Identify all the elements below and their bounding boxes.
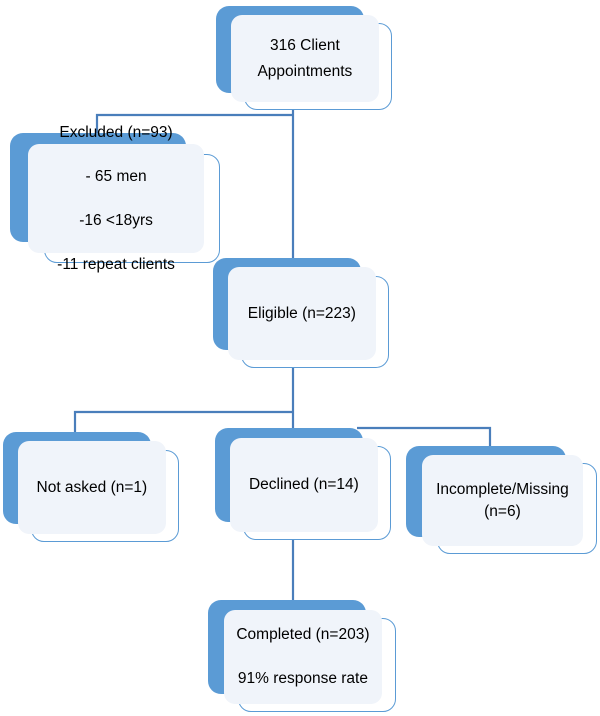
node-completed[interactable]: Completed (n=203) 91% response rate (208, 600, 396, 712)
edge-appointments-to-excluded (95, 113, 293, 138)
node-completed-label: Completed (n=203) 91% response rate (236, 625, 370, 687)
node-appointments-body: 316 Client Appointments (230, 14, 379, 103)
node-appointments[interactable]: 316 Client Appointments (216, 6, 392, 110)
node-declined-label: Declined (n=14) (248, 476, 359, 493)
node-eligible-label: Eligible (n=223) (247, 304, 356, 322)
node-eligible[interactable]: Eligible (n=223) (213, 258, 389, 368)
node-not-asked-body: Not asked (n=1) (17, 441, 166, 534)
node-incomplete-label: Incomplete/Missing (n=6) (436, 480, 569, 520)
edge-eligible-to-not-asked (73, 410, 293, 437)
node-appointments-label: 316 Client Appointments (257, 37, 353, 80)
node-excluded[interactable]: Excluded (n=93) - 65 men -16 <18yrs -11 … (10, 124, 220, 273)
node-declined[interactable]: Declined (n=14) (215, 428, 391, 540)
node-not-asked-label: Not asked (n=1) (36, 478, 148, 496)
node-eligible-body: Eligible (n=223) (227, 267, 376, 360)
node-not-asked[interactable]: Not asked (n=1) (3, 432, 179, 542)
node-excluded-label: Excluded (n=93) - 65 men -16 <18yrs -11 … (57, 123, 175, 273)
edge-declined-to-incomplete (357, 426, 492, 452)
node-incomplete-body: Incomplete/Missing (n=6) (422, 455, 583, 546)
node-declined-body: Declined (n=14) (229, 437, 378, 532)
node-incomplete[interactable]: Incomplete/Missing (n=6) (406, 446, 597, 554)
node-excluded-body: Excluded (n=93) - 65 men -16 <18yrs -11 … (27, 124, 205, 273)
node-completed-body: Completed (n=203) 91% response rate (223, 609, 382, 704)
